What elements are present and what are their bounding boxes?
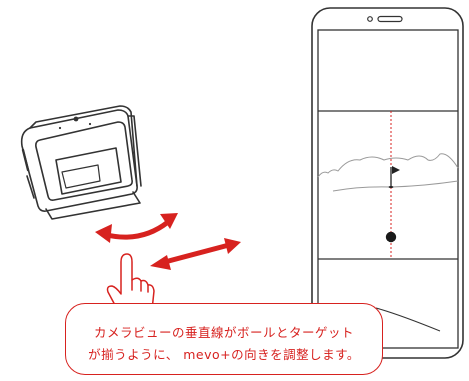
camera-icon	[367, 16, 373, 22]
rotate-arrow-icon	[95, 213, 178, 243]
instruction-callout: カメラビューの垂直線がボールとターゲット が揃うように、 mevo+の向きを調整…	[65, 303, 383, 375]
ball-icon	[385, 231, 397, 243]
phone-device	[311, 7, 464, 359]
terrain-line	[317, 153, 459, 178]
instruction-line-2: が揃うように、 mevo+の向きを調整します。	[88, 347, 360, 362]
mevo-device	[20, 105, 142, 220]
hand-icon	[106, 253, 155, 320]
flag-icon	[388, 166, 400, 188]
instruction-line-1: カメラビューの垂直線がボールとターゲット	[93, 325, 354, 340]
speaker-icon	[377, 15, 403, 23]
double-arrow-icon	[150, 238, 241, 270]
phone-screen	[317, 29, 459, 349]
